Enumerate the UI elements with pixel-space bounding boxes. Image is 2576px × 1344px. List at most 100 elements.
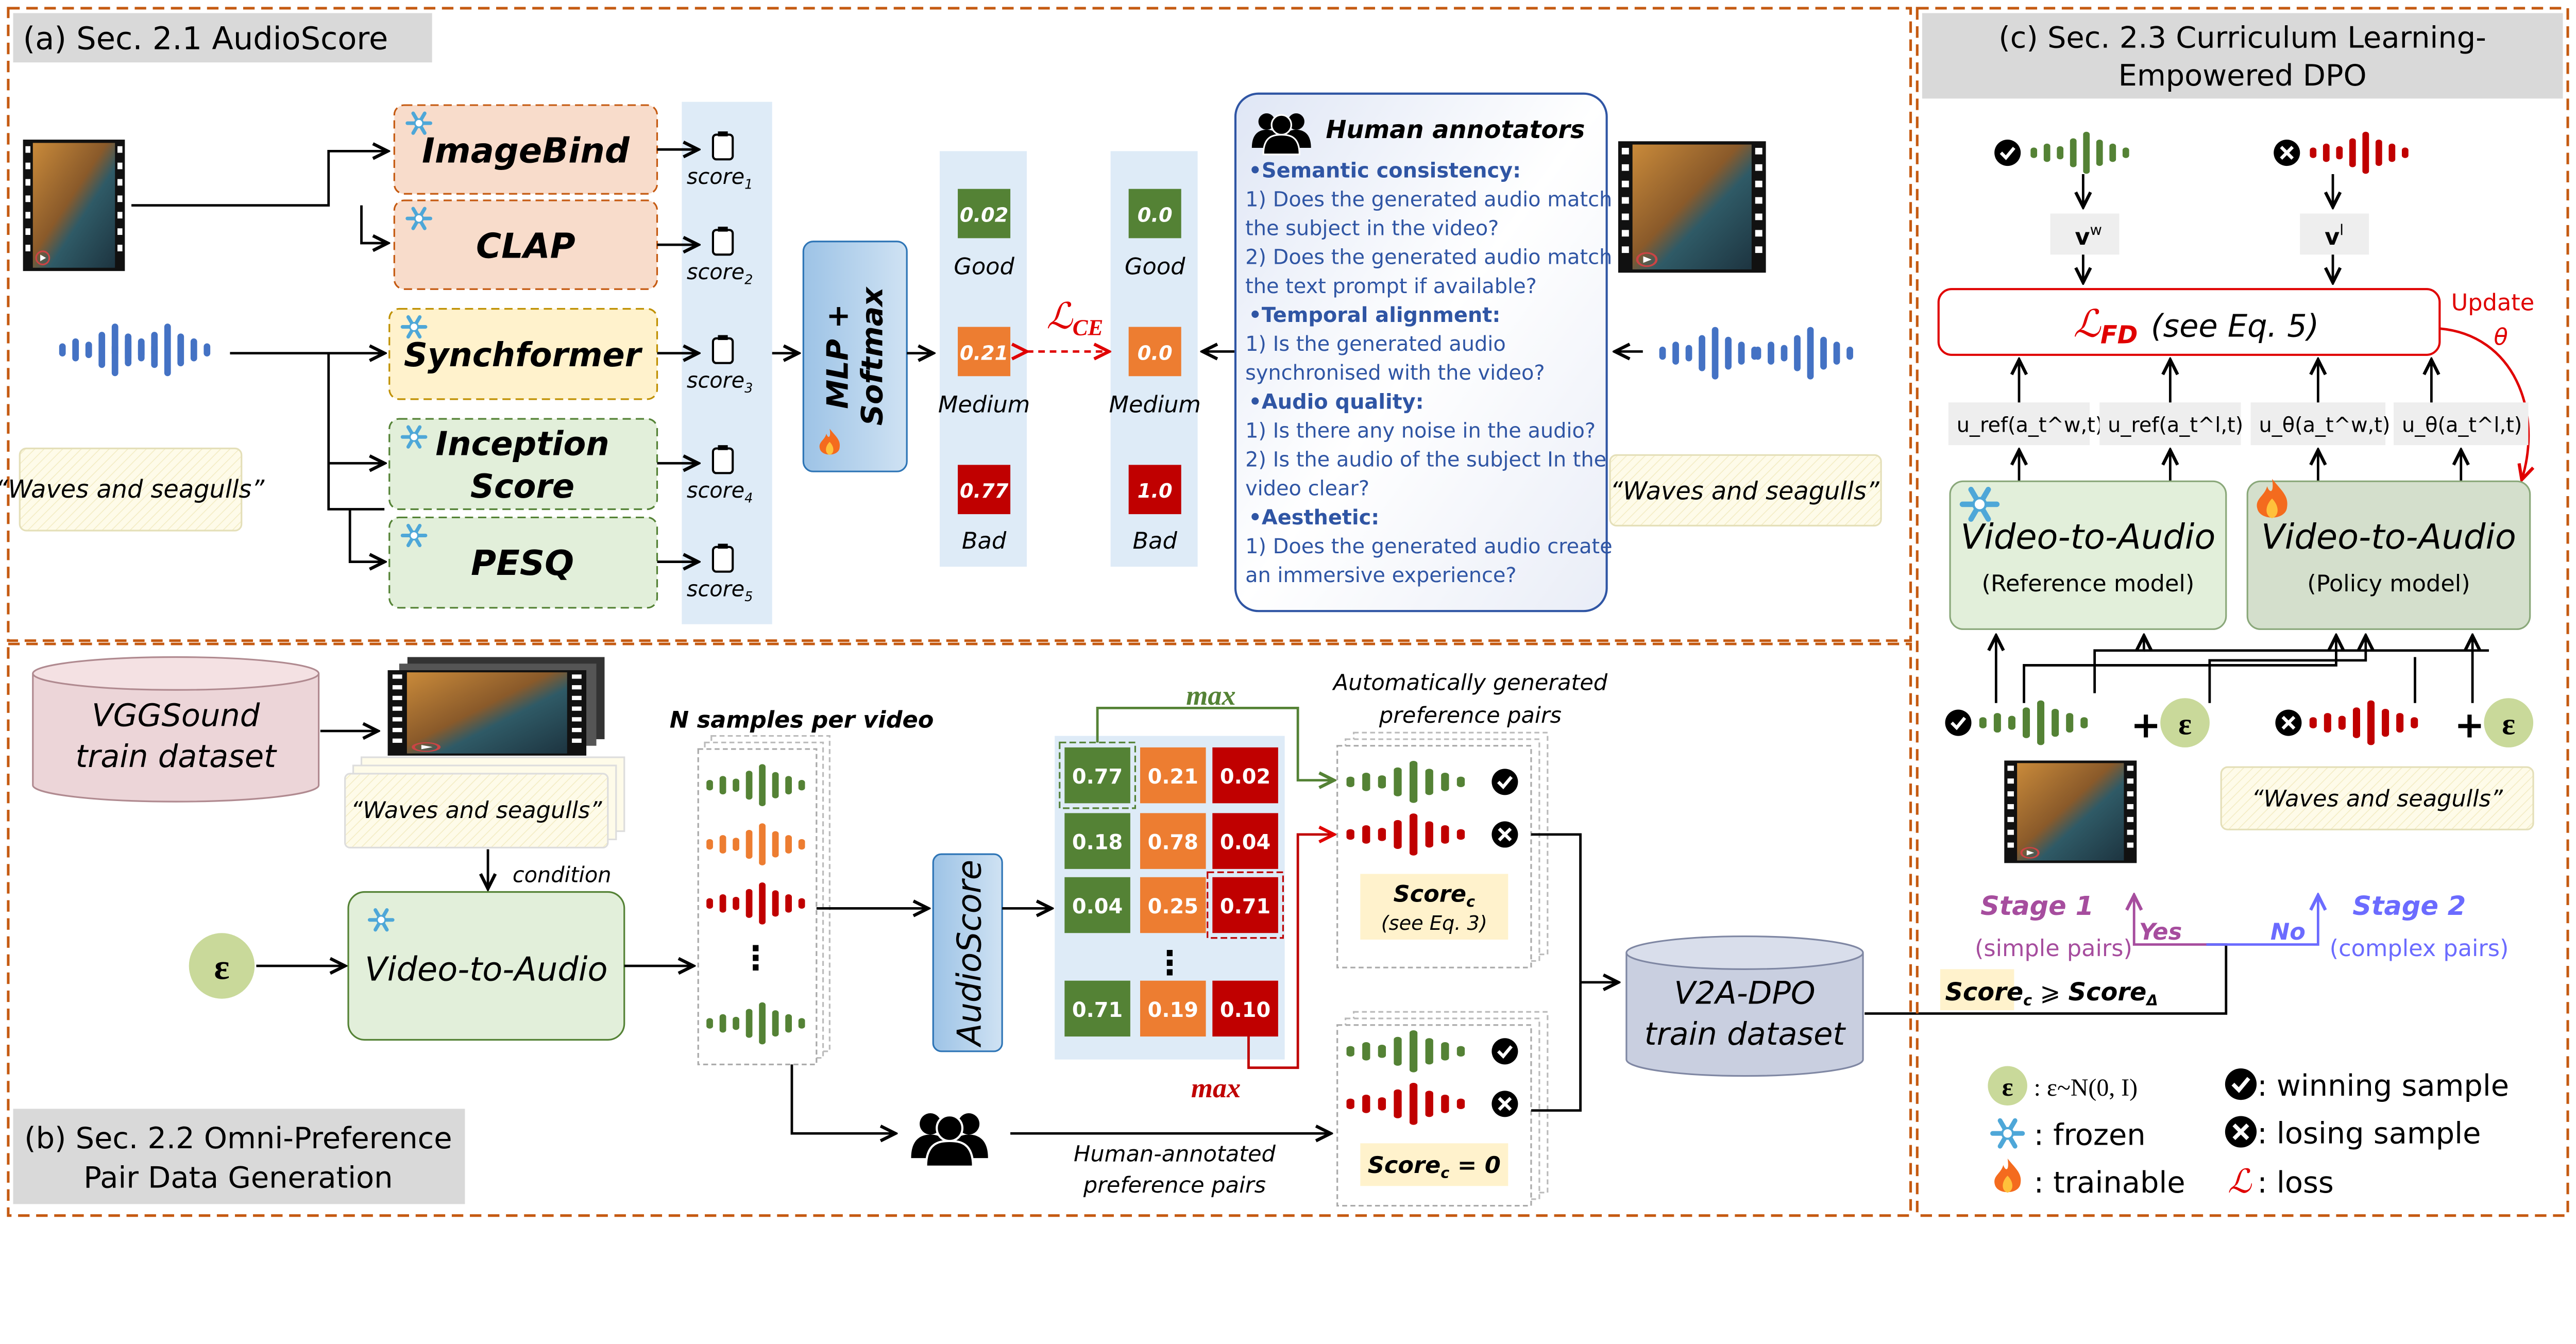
epsilon-symbol: ε bbox=[2178, 707, 2192, 741]
model-label: ImageBind bbox=[422, 131, 630, 171]
annotators-title: Human annotators bbox=[1326, 116, 1585, 144]
diagram: (a) Sec. 2.1 AudioScore “Waves and seagu… bbox=[0, 7, 2569, 1217]
plus-sign: + bbox=[2454, 704, 2485, 746]
section-b-label-bg bbox=[13, 1109, 465, 1204]
stage2-subtitle: (complex pairs) bbox=[2330, 935, 2509, 962]
vl-box bbox=[2300, 213, 2369, 255]
score-badge-icon bbox=[713, 131, 733, 159]
annotator-criterion-heading: •Aesthetic: bbox=[1248, 506, 1379, 530]
model-label: PESQ bbox=[471, 543, 574, 583]
section-b-title-line1: (b) Sec. 2.2 Omni-Preference bbox=[24, 1121, 452, 1155]
matrix-value: 0.19 bbox=[1148, 998, 1198, 1022]
annotator-question: 1) Does the generated audio create bbox=[1245, 535, 1613, 558]
samples-stack bbox=[697, 748, 818, 1065]
u-theta-w-label: u_θ(a_t^w,t) bbox=[2259, 414, 2391, 437]
max-highlight-good bbox=[1059, 741, 1137, 809]
human-annotators-panel bbox=[1234, 92, 1608, 613]
matrix-cell bbox=[1212, 980, 1278, 1037]
winning-waveform-icon bbox=[2034, 134, 2126, 171]
score-label: score1 bbox=[687, 164, 753, 193]
update-theta: θ bbox=[2494, 324, 2508, 351]
legend-winning-text: : winning sample bbox=[2257, 1068, 2509, 1103]
target-bad-label: Bad bbox=[1133, 528, 1178, 554]
matrix-value: 0.71 bbox=[1220, 895, 1270, 918]
matrix-value: 0.04 bbox=[1072, 895, 1123, 918]
pred-bad-value: 0.77 bbox=[960, 480, 1009, 503]
video-stack-icon bbox=[388, 657, 605, 756]
winning-check-icon bbox=[1492, 769, 1518, 795]
n-samples-label: N samples per video bbox=[670, 707, 934, 734]
annotator-question: the subject in the video? bbox=[1245, 217, 1499, 241]
policy-model-box bbox=[2246, 480, 2531, 630]
text-prompt: “Waves and seagulls” bbox=[2251, 786, 2503, 812]
winning-check-icon bbox=[1945, 710, 1971, 736]
model-label: Synchformer bbox=[404, 336, 643, 375]
v2a-dpo-label: V2A-DPO bbox=[1674, 975, 1815, 1011]
score-label: score4 bbox=[687, 478, 753, 506]
score-c-label: Scorec bbox=[1394, 881, 1476, 911]
matrix-value: 0.18 bbox=[1072, 831, 1123, 855]
v2a-dpo-dataset-cylinder bbox=[1625, 935, 1864, 1077]
vw-label: vw bbox=[2075, 221, 2102, 250]
matrix-cell bbox=[1140, 747, 1206, 804]
losing-cross-icon bbox=[2275, 710, 2301, 736]
pred-medium-label: Medium bbox=[938, 391, 1030, 418]
matrix-value: 0.25 bbox=[1148, 895, 1198, 918]
auto-pairs-label: Automatically generated bbox=[1332, 670, 1608, 695]
legend-loss-text: : loss bbox=[2257, 1165, 2333, 1200]
annotator-criterion-heading: •Temporal alignment: bbox=[1248, 303, 1500, 327]
score-badge-icon bbox=[713, 445, 733, 473]
matrix-cell bbox=[1212, 747, 1278, 804]
annotator-criterion-heading: •Audio quality: bbox=[1248, 390, 1423, 414]
score-c-zero-label: Scorec = 0 bbox=[1368, 1152, 1501, 1182]
loss-ce-label: ℒCE bbox=[1046, 297, 1103, 341]
winning-check-icon bbox=[1492, 1038, 1518, 1064]
condition-label: condition bbox=[513, 862, 612, 887]
score-label: score2 bbox=[687, 260, 753, 288]
matrix-cell bbox=[1140, 980, 1206, 1037]
model-label: Score bbox=[470, 468, 574, 506]
matrix-value: 0.10 bbox=[1220, 998, 1270, 1022]
softmax-label: Softmax bbox=[855, 286, 889, 426]
reference-model-title: Video-to-Audio bbox=[1960, 517, 2215, 557]
text-prompt: “Waves and seagulls” bbox=[351, 797, 602, 824]
matrix-value: 0.77 bbox=[1072, 765, 1123, 789]
model-imagebind bbox=[393, 104, 658, 195]
stage1-subtitle: (simple pairs) bbox=[1975, 935, 2132, 962]
annotator-question: 1) Does the generated audio match bbox=[1245, 188, 1612, 212]
score-badge-icon bbox=[713, 227, 733, 254]
model-clap bbox=[393, 199, 658, 290]
matrix-cell bbox=[1064, 747, 1130, 804]
noise-epsilon-icon bbox=[2484, 698, 2534, 747]
section-a-label-bg bbox=[13, 13, 432, 63]
losing-cross-icon bbox=[2274, 140, 2300, 166]
score-badge-icon bbox=[713, 335, 733, 363]
legend-trainable-icon bbox=[1994, 1159, 2021, 1193]
mlp-label: MLP + bbox=[820, 304, 855, 409]
epsilon-symbol: ε bbox=[2502, 707, 2515, 741]
reference-model-subtitle: (Reference model) bbox=[1982, 570, 2195, 597]
v2a-label: Video-to-Audio bbox=[365, 951, 607, 989]
loss-fd-label: ℒFD(see Eq. 5) bbox=[2073, 303, 2319, 350]
text-prompt-box bbox=[1609, 454, 1882, 526]
epsilon-symbol: ε bbox=[214, 947, 229, 988]
ellipsis: ⋮ bbox=[1154, 944, 1187, 982]
vl-label: vl bbox=[2325, 221, 2344, 250]
loss-fd-box bbox=[1937, 288, 2441, 356]
matrix-cell bbox=[1140, 813, 1206, 869]
text-prompt: “Waves and seagulls” bbox=[1610, 477, 1880, 505]
matrix-value: 0.02 bbox=[1220, 765, 1270, 789]
max-highlight-bad bbox=[1207, 871, 1284, 939]
section-c-title-line2: Empowered DPO bbox=[2119, 58, 2367, 93]
score-label: score3 bbox=[687, 368, 753, 397]
matrix-cell bbox=[1064, 877, 1130, 933]
target-bad-value: 1.0 bbox=[1138, 480, 1173, 503]
reference-model-box bbox=[1949, 480, 2227, 630]
annotator-question: 2) Is the audio of the subject In the bbox=[1245, 448, 1606, 472]
matrix-cell bbox=[1140, 877, 1206, 933]
model-label: Inception bbox=[435, 425, 609, 463]
matrix-value: 0.71 bbox=[1072, 998, 1123, 1022]
matrix-cell bbox=[1064, 813, 1130, 869]
legend-epsilon-icon bbox=[1988, 1066, 2027, 1106]
legend-loss-symbol: ℒ bbox=[2228, 1163, 2252, 1200]
